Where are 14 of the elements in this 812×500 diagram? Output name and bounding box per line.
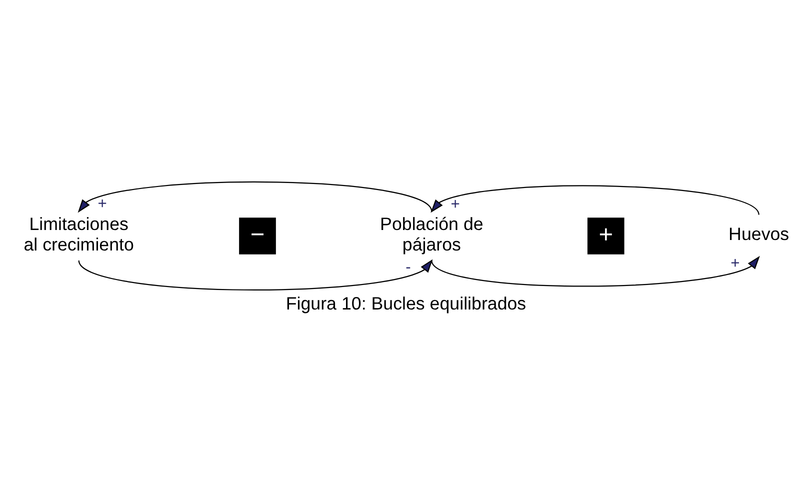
label: + xyxy=(598,220,614,248)
arrow xyxy=(430,184,760,215)
caption: Figura 10: Bucles equilibrados xyxy=(286,292,526,313)
edge-label: - xyxy=(406,258,411,276)
label: − xyxy=(250,220,265,248)
node-text: Población de pájaros xyxy=(380,214,484,254)
edge-label: + xyxy=(730,254,740,272)
edge-label: + xyxy=(98,194,107,212)
node-text: Huevos xyxy=(728,224,790,244)
edge-label: + xyxy=(450,195,460,212)
node-text: Limitaciones al crecimiento xyxy=(24,214,134,254)
arrow xyxy=(78,258,433,290)
arrow xyxy=(78,181,432,212)
arrow xyxy=(431,255,760,286)
